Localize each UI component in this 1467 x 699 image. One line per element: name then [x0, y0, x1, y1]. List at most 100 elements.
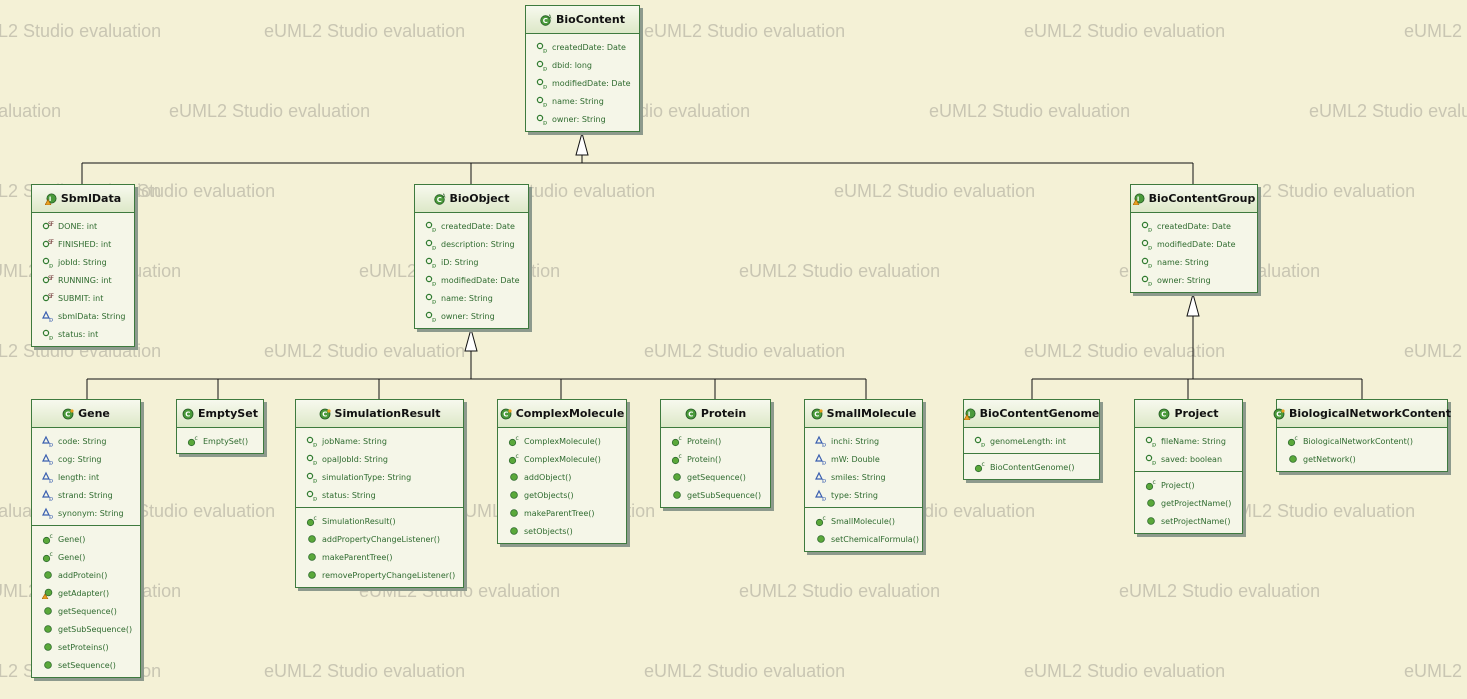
- class-member[interactable]: getSequence(): [32, 602, 140, 620]
- class-member[interactable]: getProjectName(): [1135, 494, 1242, 512]
- class-member[interactable]: getNetwork(): [1277, 450, 1447, 468]
- class-member[interactable]: setSequence(): [32, 656, 140, 674]
- class-member[interactable]: addPropertyChangeListener(): [296, 530, 463, 548]
- class-member[interactable]: makeParentTree(): [296, 548, 463, 566]
- member-label: SUBMIT: int: [58, 293, 104, 303]
- svg-text:p: p: [543, 65, 547, 72]
- class-member[interactable]: addObject(): [498, 468, 626, 486]
- class-member[interactable]: makeParentTree(): [498, 504, 626, 522]
- svg-text:p: p: [1148, 226, 1152, 233]
- class-member[interactable]: getSubSequence(): [32, 620, 140, 638]
- class-member[interactable]: addProtein(): [32, 566, 140, 584]
- class-member[interactable]: getAdapter(): [32, 584, 140, 602]
- class-member[interactable]: setChemicalFormula(): [805, 530, 922, 548]
- svg-text:p: p: [432, 226, 436, 233]
- class-member[interactable]: getSequence(): [661, 468, 770, 486]
- constructor-icon: c: [42, 551, 54, 563]
- class-member[interactable]: setProjectName(): [1135, 512, 1242, 530]
- class-icon: C: [1158, 408, 1170, 420]
- class-member[interactable]: setProteins(): [32, 638, 140, 656]
- constructor-icon: c: [815, 515, 827, 527]
- member-label: Protein(): [687, 436, 722, 446]
- svg-text:c: c: [50, 551, 53, 558]
- constructor-icon: c: [671, 453, 683, 465]
- class-member[interactable]: getObjects(): [498, 486, 626, 504]
- svg-text:p: p: [432, 298, 436, 305]
- class-member[interactable]: setObjects(): [498, 522, 626, 540]
- member-label: getSubSequence(): [687, 490, 762, 500]
- class-member[interactable]: getSubSequence(): [661, 486, 770, 504]
- property-icon: p: [536, 77, 548, 89]
- class-member[interactable]: removePropertyChangeListener(): [296, 566, 463, 584]
- member-label: strand: String: [58, 490, 113, 500]
